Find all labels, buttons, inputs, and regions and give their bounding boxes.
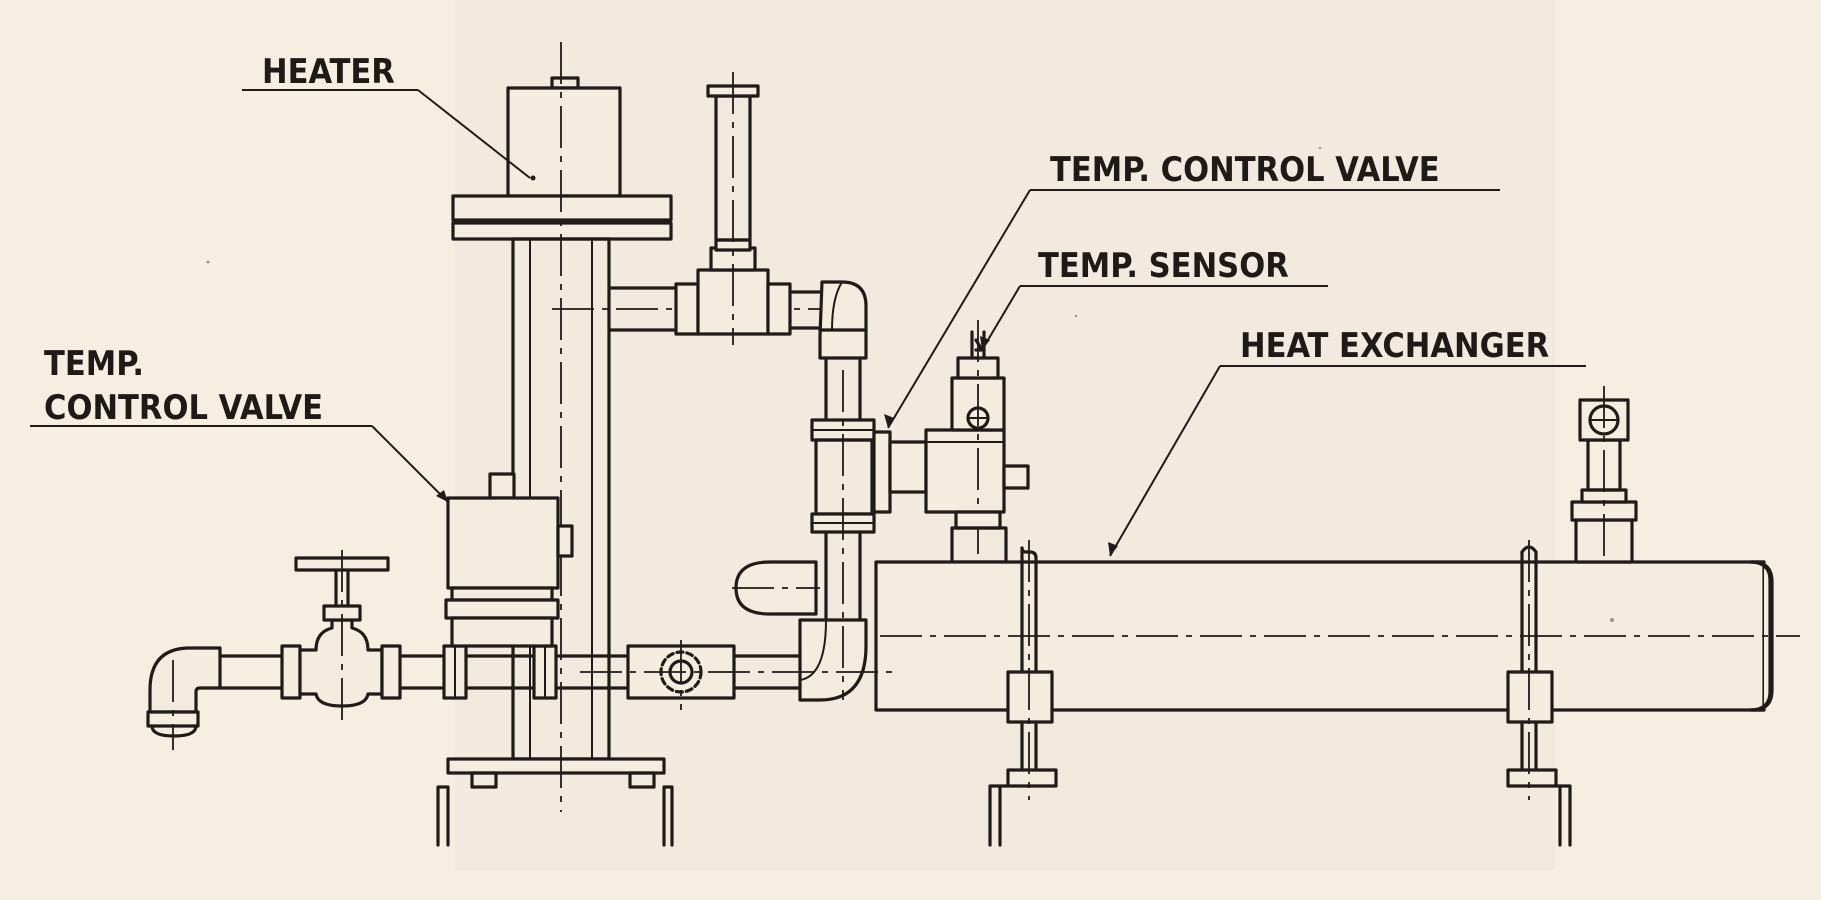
temp-control-valve-right (872, 320, 1030, 564)
temp-control-valve-left (444, 472, 574, 648)
relief-cap (732, 560, 820, 616)
leader-lines (30, 89, 1586, 557)
temp-control-valve-left-label-line2: CONTROL VALVE (44, 388, 324, 428)
heater-label: HEATER (262, 52, 395, 92)
paper-specks (206, 146, 1614, 622)
temp-control-valve-top-label: TEMP. CONTROL VALVE (1050, 150, 1440, 190)
temp-sensor-label: TEMP. SENSOR (1038, 246, 1289, 286)
temp-control-valve-left-label-line1: TEMP. (44, 344, 145, 384)
heat-exchanger (874, 386, 1800, 847)
bottom-pipe-line (146, 550, 900, 750)
heater (436, 42, 674, 847)
top-branch (552, 72, 868, 360)
heat-exchanger-label: HEAT EXCHANGER (1240, 326, 1550, 366)
vertical-riser (798, 356, 876, 702)
